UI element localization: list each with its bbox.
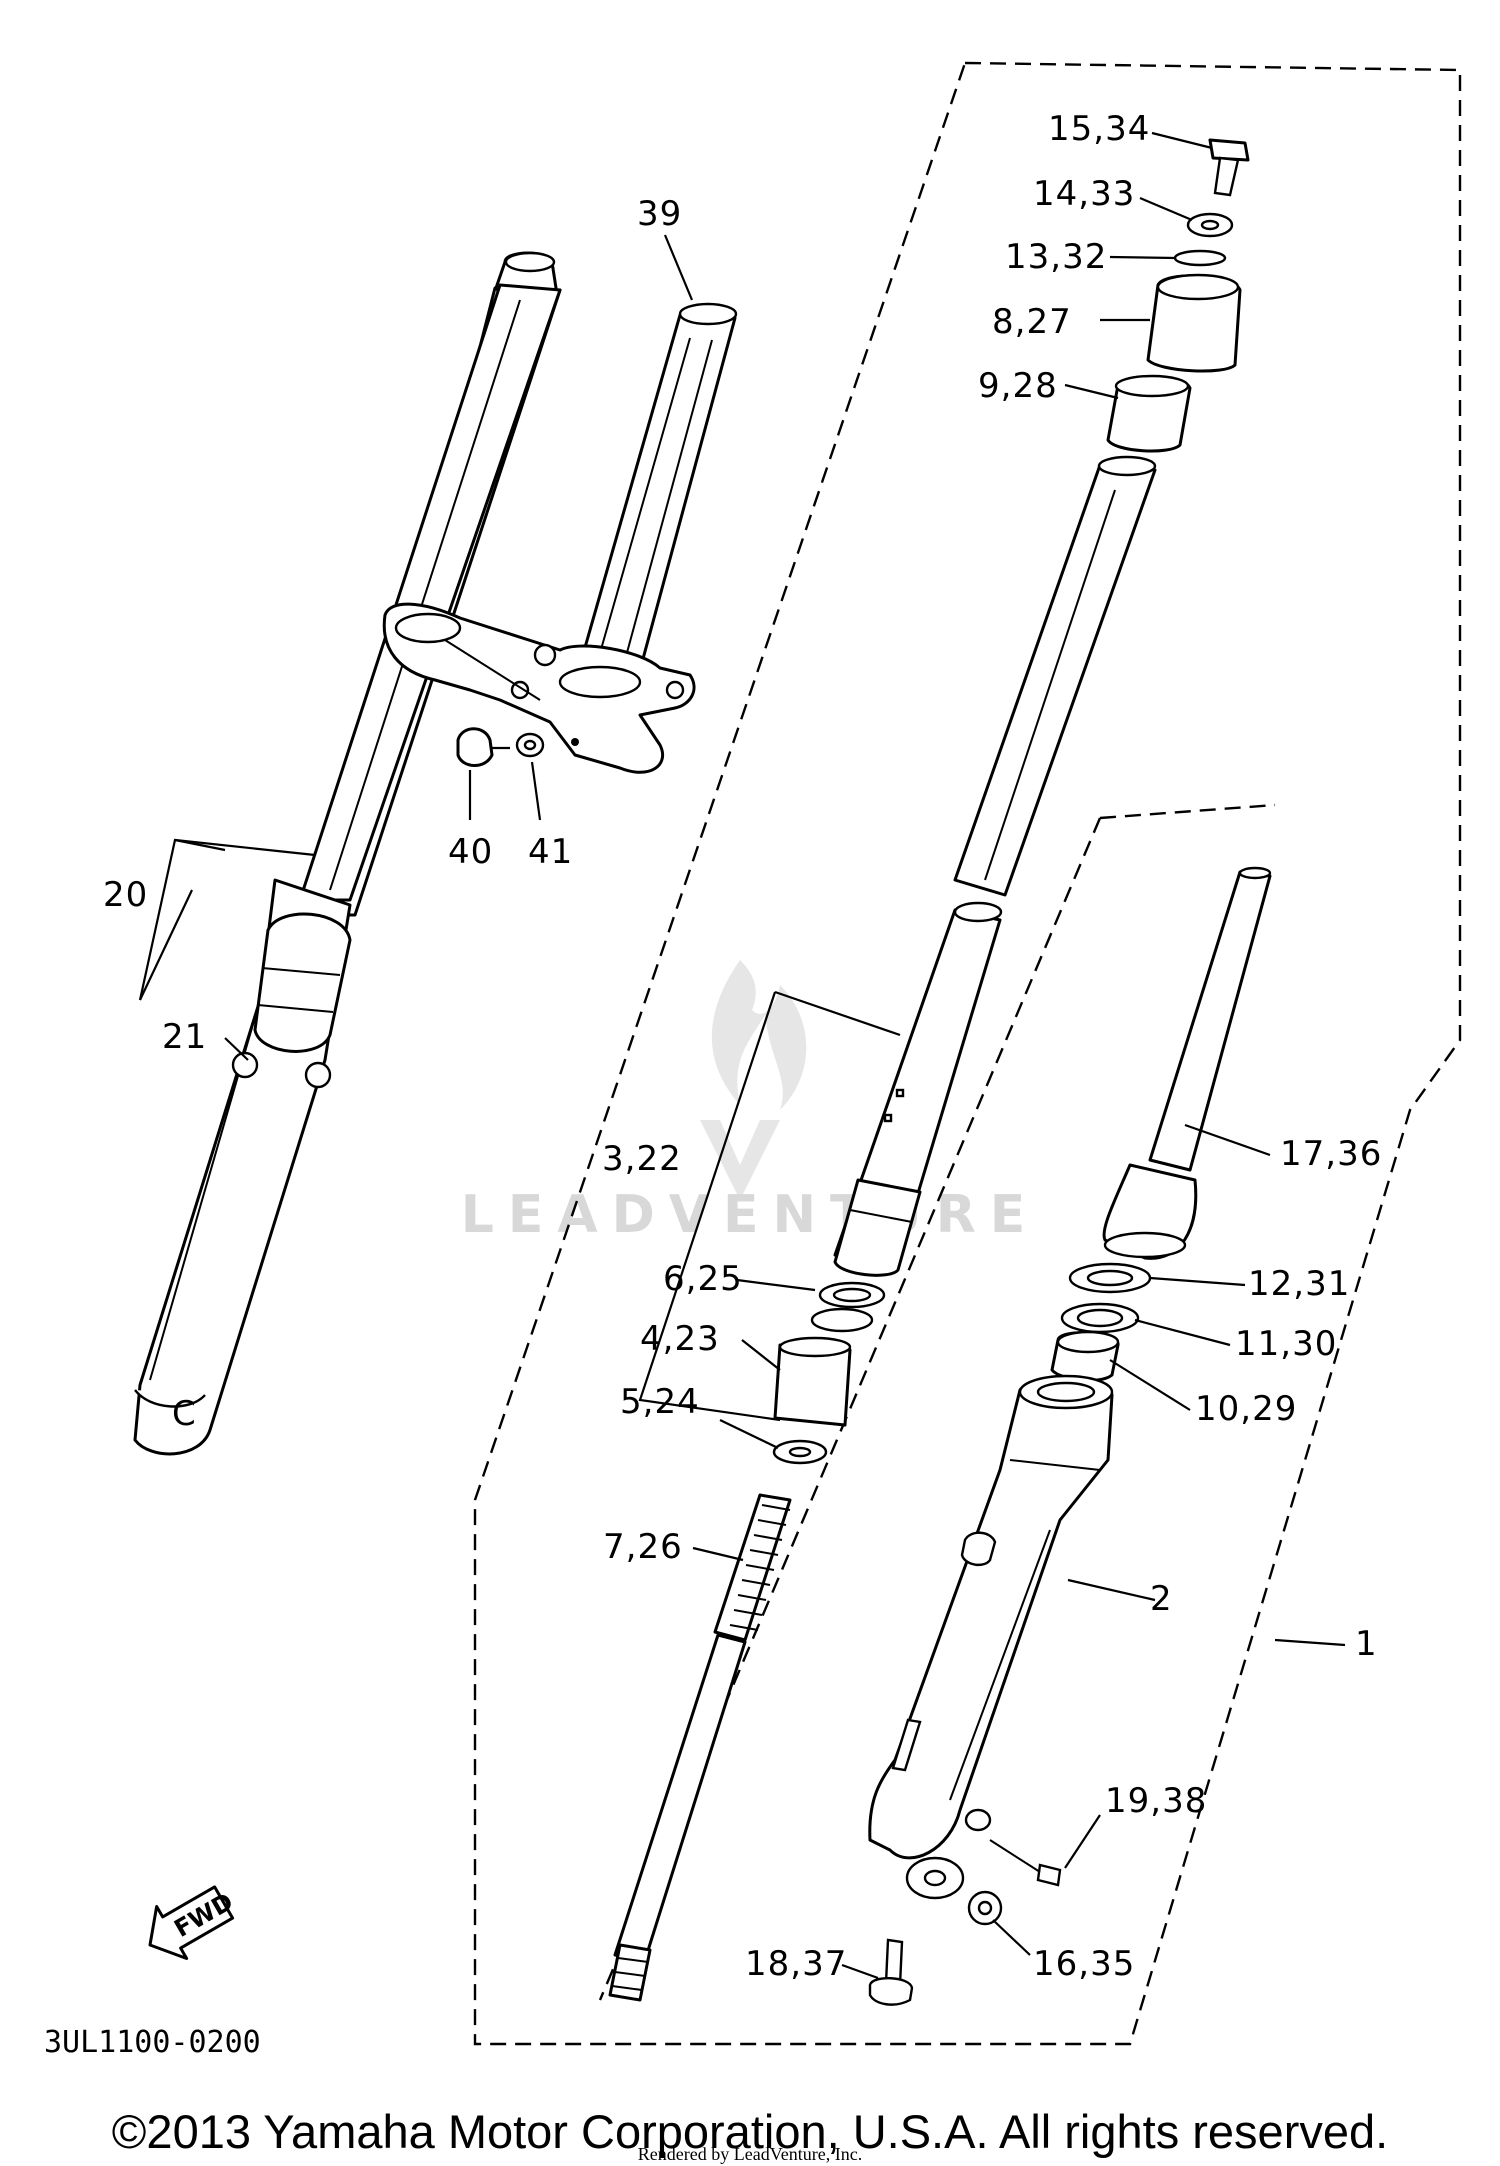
callout-2: 2 (1150, 1579, 1173, 1619)
assembly-boundary-inner (598, 803, 1276, 2001)
watermark-text: LEADVENTURE (461, 1185, 1040, 1245)
callout-17-36: 17,36 (1280, 1134, 1382, 1174)
callout-3-22: 3,22 (602, 1139, 682, 1179)
outer-tube-parts (868, 866, 1272, 2006)
diagram-code: 3UL1100-0200 (44, 2025, 261, 2060)
callout-40: 40 (448, 832, 493, 872)
callout-8-27: 8,27 (992, 302, 1072, 342)
copyright-notice: ©2013 Yamaha Motor Corporation, U.S.A. A… (112, 2105, 1388, 2158)
callout-39: 39 (637, 194, 682, 234)
callout-12-31: 12,31 (1248, 1264, 1350, 1304)
top-cap-parts (1106, 138, 1250, 453)
callout-11-30: 11,30 (1235, 1324, 1337, 1364)
callout-16-35: 16,35 (1033, 1944, 1135, 1984)
watermark-flame-icon (711, 960, 807, 1110)
callout-5-24: 5,24 (620, 1382, 700, 1422)
callout-6-25: 6,25 (663, 1259, 743, 1299)
callout-9-28: 9,28 (978, 366, 1058, 406)
callout-15-34: 15,34 (1048, 109, 1150, 149)
callout-20: 20 (103, 875, 148, 915)
callout-21: 21 (162, 1017, 207, 1057)
assembly-boundary-outer (473, 61, 1462, 2046)
watermark-chevron-icon (700, 1120, 780, 1200)
callout-13-32: 13,32 (1005, 237, 1107, 277)
callout-41: 41 (528, 832, 573, 872)
callout-labels: 15,34 14,33 13,32 8,27 9,28 39 40 41 20 … (103, 109, 1382, 1984)
callout-14-33: 14,33 (1033, 174, 1135, 214)
callout-7-26: 7,26 (603, 1527, 683, 1567)
callout-1: 1 (1355, 1624, 1378, 1664)
callout-10-29: 10,29 (1195, 1389, 1297, 1429)
assembled-fork: C (133, 251, 738, 1456)
callout-4-23: 4,23 (640, 1319, 720, 1359)
inner-tube-parts (608, 455, 1157, 2002)
callout-18-37: 18,37 (745, 1944, 847, 1984)
svg-text:C: C (172, 1394, 197, 1434)
fwd-direction-arrow-icon: FWD (148, 1885, 238, 1960)
callout-19-38: 19,38 (1105, 1781, 1207, 1821)
callout-leaders (138, 131, 1346, 1980)
rendered-by-note: Rendered by LeadVenture, Inc. (638, 2144, 862, 2164)
